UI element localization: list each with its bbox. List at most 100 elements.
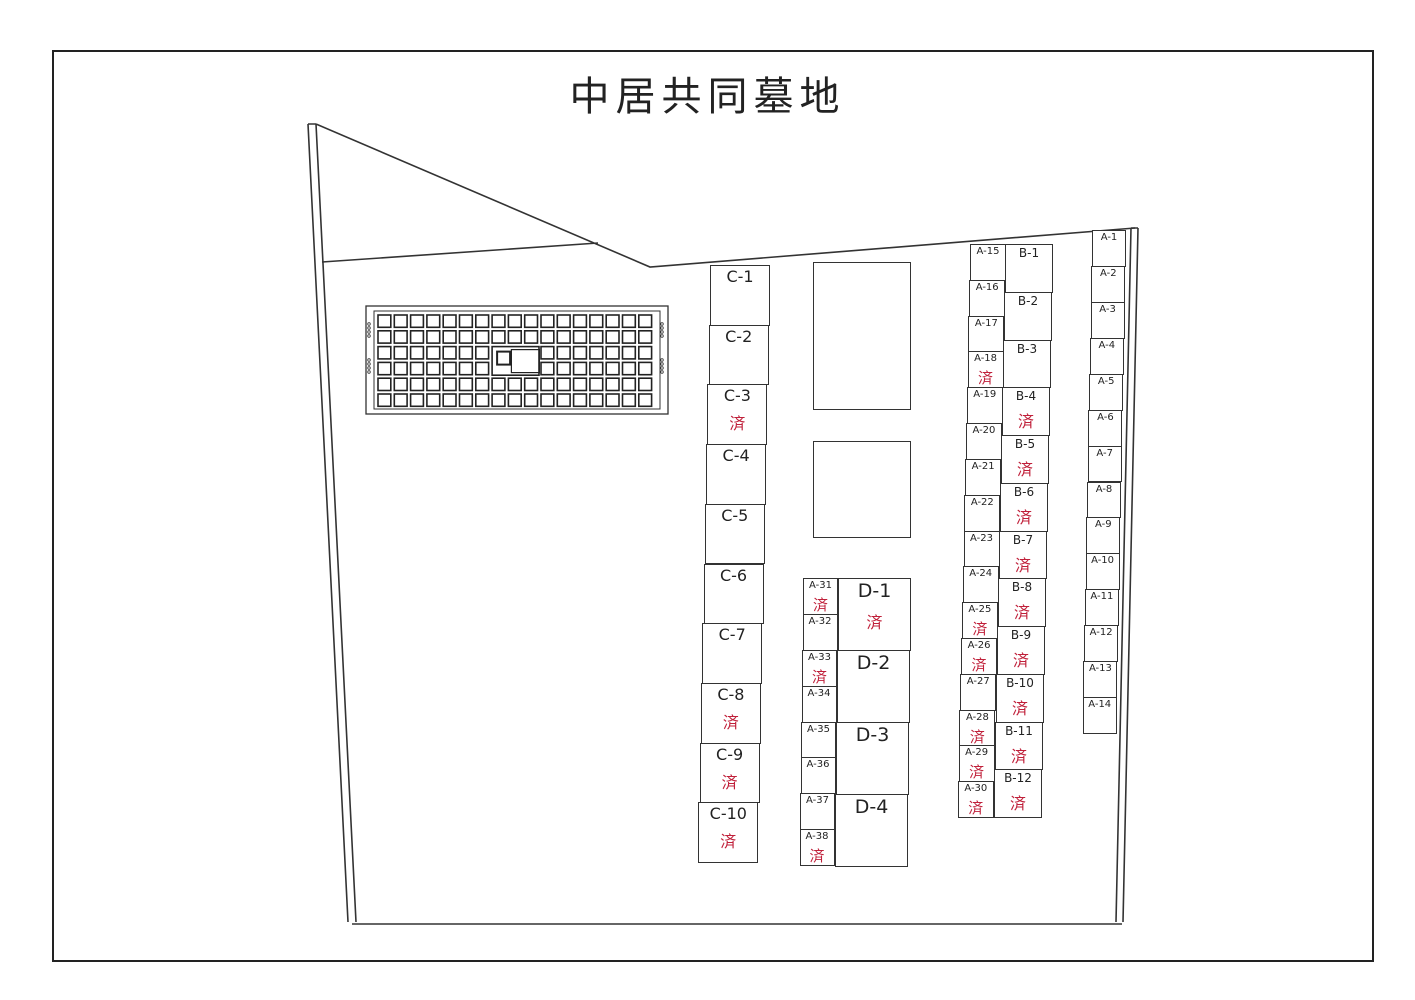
plot-a-32[interactable]: A-32	[802, 613, 838, 651]
plot-b-2[interactable]: B-2	[1004, 291, 1052, 341]
grave-cell	[377, 314, 392, 329]
plot-a-6[interactable]: A-6	[1088, 409, 1123, 447]
plot-a-20[interactable]: A-20	[965, 423, 1002, 460]
plot-a-13[interactable]: A-13	[1083, 661, 1118, 699]
grave-cell	[605, 329, 620, 344]
plot-a-2[interactable]: A-2	[1091, 265, 1126, 303]
grave-cell	[556, 377, 571, 392]
plot-a-10[interactable]: A-10	[1085, 553, 1120, 591]
plot-a-3[interactable]: A-3	[1090, 301, 1125, 339]
plot-label: A-32	[808, 615, 832, 627]
plot-a-5[interactable]: A-5	[1089, 373, 1124, 411]
plot-label: A-37	[806, 795, 829, 807]
plot-c-7[interactable]: C-7	[702, 623, 763, 684]
plot-a-16[interactable]: A-16	[969, 279, 1006, 317]
grave-cell	[540, 377, 555, 392]
plot-a-34[interactable]: A-34	[801, 685, 837, 723]
plot-a-15[interactable]: A-15	[970, 244, 1006, 281]
plot-c-2[interactable]: C-2	[708, 324, 769, 386]
plot-a-27[interactable]: A-27	[960, 673, 997, 711]
grave-cell	[474, 314, 490, 329]
plot-label: B-3	[1016, 341, 1038, 356]
plot-label: A-5	[1097, 375, 1115, 387]
plot-label: A-24	[969, 568, 993, 580]
plot-a-24[interactable]: A-24	[962, 566, 999, 604]
plot-a-36[interactable]: A-36	[800, 757, 836, 795]
plot-a-22[interactable]: A-22	[964, 494, 1001, 532]
plot-a-17[interactable]: A-17	[968, 315, 1005, 353]
plot-d-2[interactable]: D-2	[837, 650, 910, 723]
plot-c-1[interactable]: C-1	[710, 265, 770, 326]
plot-a-14[interactable]: A-14	[1082, 697, 1117, 734]
grave-cell	[540, 345, 555, 360]
plot-a-21[interactable]: A-21	[965, 458, 1002, 496]
open-area-south	[813, 441, 911, 538]
plot-label: A-22	[970, 496, 994, 508]
plot-a-9[interactable]: A-9	[1086, 517, 1121, 555]
grave-cell	[393, 361, 408, 376]
plot-c-6[interactable]: C-6	[703, 563, 764, 625]
plot-label: B-12	[1004, 771, 1032, 786]
plot-b-1[interactable]: B-1	[1005, 244, 1053, 293]
plot-a-1[interactable]: A-1	[1092, 230, 1126, 267]
plot-label: C-9	[716, 744, 744, 764]
plot-a-23[interactable]: A-23	[963, 530, 1000, 568]
grave-cell	[572, 361, 588, 376]
grave-cell	[458, 345, 474, 360]
plot-c-5[interactable]: C-5	[704, 503, 765, 565]
grave-cell	[540, 329, 555, 344]
plot-a-8[interactable]: A-8	[1087, 481, 1121, 519]
open-area-north	[813, 262, 911, 410]
plot-a-19[interactable]: A-19	[966, 387, 1003, 425]
plot-label: D-3	[855, 724, 890, 746]
plot-a-12[interactable]: A-12	[1084, 625, 1119, 663]
plot-b-3[interactable]: B-3	[1003, 339, 1051, 389]
plot-label: B-10	[1006, 675, 1034, 690]
plot-a-4[interactable]: A-4	[1089, 337, 1124, 375]
plot-a-7[interactable]: A-7	[1087, 445, 1122, 483]
grave-cell	[621, 393, 637, 408]
plot-d-4[interactable]: D-4	[835, 794, 908, 867]
grave-cell	[605, 361, 620, 376]
plot-label: A-33	[808, 651, 831, 663]
grave-cell	[393, 393, 408, 408]
grave-cell	[426, 377, 441, 392]
west-wall	[307, 123, 357, 923]
plot-a-37[interactable]: A-37	[800, 793, 835, 831]
grave-cell	[605, 393, 620, 408]
plot-label: A-34	[807, 687, 831, 699]
plot-a-35[interactable]: A-35	[801, 721, 836, 759]
grave-cell	[523, 314, 539, 329]
plot-d-3[interactable]: D-3	[836, 722, 909, 795]
grave-cell	[409, 345, 425, 360]
grave-cell	[556, 329, 571, 344]
plot-status-sold: 済	[722, 712, 739, 732]
grave-cell	[491, 393, 506, 408]
plot-c-4[interactable]: C-4	[706, 444, 767, 505]
grave-cell	[589, 314, 604, 329]
plot-a-11[interactable]: A-11	[1084, 589, 1119, 627]
